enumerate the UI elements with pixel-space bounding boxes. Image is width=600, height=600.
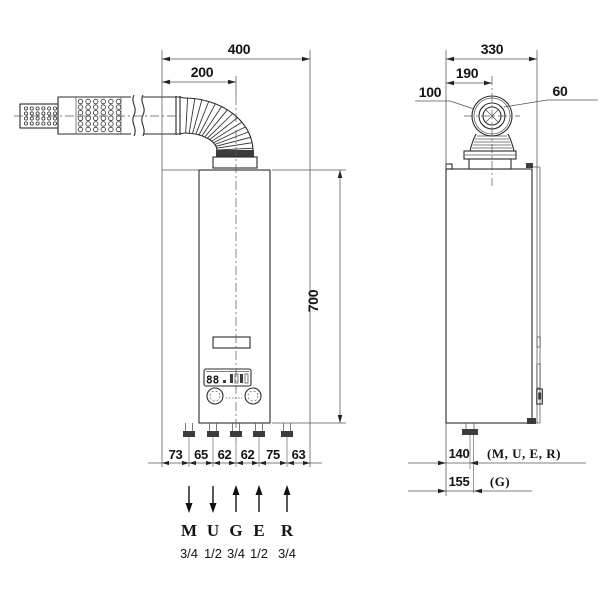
svg-text:62: 62 xyxy=(241,447,255,462)
connection-size-E: 1/2 xyxy=(250,546,268,561)
connection-letter-M: M xyxy=(181,521,197,540)
svg-text:140: 140 xyxy=(449,446,470,461)
viewing-window xyxy=(212,336,251,349)
connection-size-R: 3/4 xyxy=(278,546,296,561)
connection-letter-R: R xyxy=(281,521,294,540)
dim-flue-offset-side: 190 xyxy=(446,65,492,86)
bottom-foot xyxy=(527,418,536,424)
dim-155-label: (G) xyxy=(490,474,510,489)
pipe-stubs xyxy=(183,423,293,467)
dim-body-height: 700 xyxy=(272,169,346,424)
terminal-perforations xyxy=(23,98,122,133)
elbow-corrugations xyxy=(185,98,253,151)
svg-text:200: 200 xyxy=(191,64,214,80)
front-view: 88 xyxy=(14,41,346,561)
connection-size-M: 3/4 xyxy=(180,546,198,561)
display-side-profile xyxy=(536,363,541,389)
svg-text:62: 62 xyxy=(218,447,232,462)
mounting-tab-left xyxy=(445,163,453,170)
knob-side-profile xyxy=(536,388,543,405)
connection-letter-G: G xyxy=(229,521,242,540)
bottom-dim-chain: 73 65 62 62 75 63 xyxy=(148,447,322,466)
svg-text:155: 155 xyxy=(449,474,470,489)
svg-text:400: 400 xyxy=(228,41,251,57)
dim-140-label: (M, U, E, R) xyxy=(487,446,561,461)
dim-pipe-depth-155: 155 (G) xyxy=(408,474,532,494)
svg-text:190: 190 xyxy=(456,65,479,81)
svg-text:100: 100 xyxy=(419,84,442,100)
svg-text:63: 63 xyxy=(292,447,306,462)
mounting-tab-right xyxy=(526,163,533,168)
svg-text:700: 700 xyxy=(305,289,321,312)
leader-flue-outer: 100 xyxy=(415,84,475,110)
side-view: 330 190 100 60 xyxy=(408,41,598,496)
leader-flue-inner: 60 xyxy=(503,83,598,108)
heater-body-front: 88 xyxy=(198,169,271,424)
flue-collar-front xyxy=(212,150,258,169)
connection-flow-arrows xyxy=(185,485,291,513)
control-knob-right xyxy=(244,387,262,405)
svg-text:73: 73 xyxy=(169,447,183,462)
flue-terminal xyxy=(19,94,180,137)
window-side-profile xyxy=(536,336,541,348)
svg-text:60: 60 xyxy=(553,83,568,99)
heater-body-side xyxy=(445,163,543,424)
connection-letter-U: U xyxy=(207,521,219,540)
connection-sizes: 3/4 1/2 3/4 1/2 3/4 xyxy=(180,546,296,561)
flue-top-side xyxy=(463,76,520,186)
svg-text:75: 75 xyxy=(266,447,280,462)
dim-total-width: 400 xyxy=(162,41,310,62)
flue-elbow xyxy=(175,96,254,152)
dim-pipe-depth-140: 140 (M, U, E, R) xyxy=(408,446,586,466)
svg-text:65: 65 xyxy=(194,447,208,462)
pipe-break-icon xyxy=(132,94,136,137)
dim-total-depth: 330 xyxy=(446,41,537,62)
display-panel: 88 xyxy=(203,368,252,387)
control-knob-left xyxy=(206,387,224,405)
connection-letters: M U G E R xyxy=(181,521,294,540)
connection-letter-E: E xyxy=(253,521,264,540)
dim-flue-offset-front: 200 xyxy=(162,64,236,85)
connection-size-U: 1/2 xyxy=(204,546,222,561)
svg-text:330: 330 xyxy=(481,41,504,57)
display-digits: 88 xyxy=(206,374,219,387)
connection-size-G: 3/4 xyxy=(227,546,245,561)
